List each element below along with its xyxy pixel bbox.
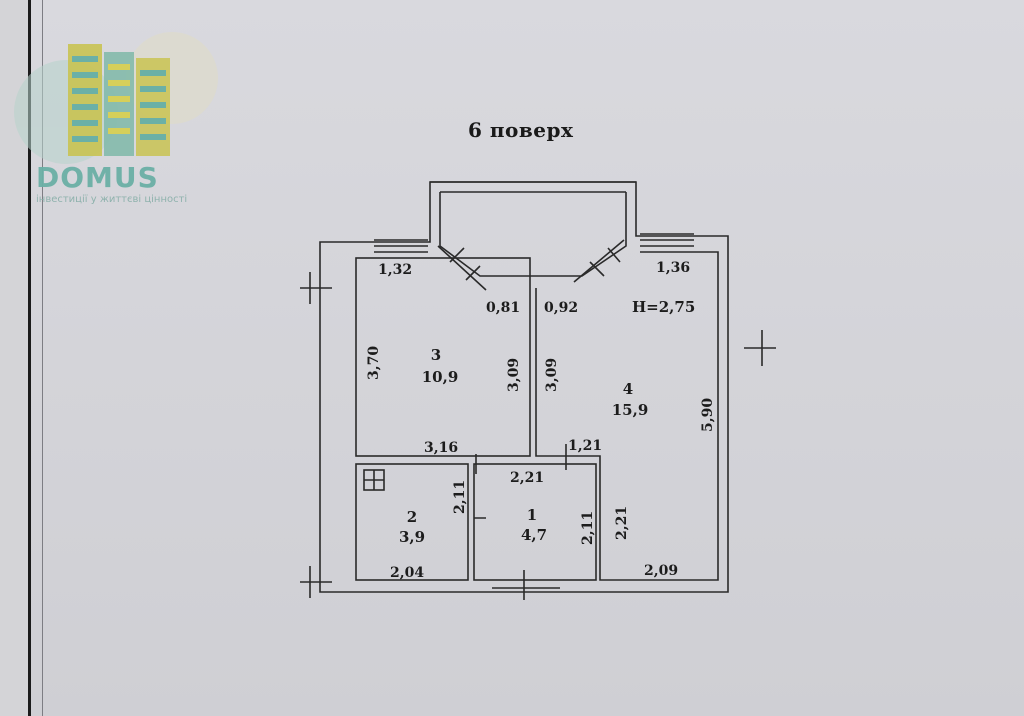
room-2-outline [355,463,469,581]
dim-r4-right: 5,90 [700,398,716,432]
room-1-number: 1 [527,506,537,524]
room-4-number: 4 [623,380,633,398]
dim-corridor-upper: 1,21 [568,438,602,454]
window-right [640,233,694,247]
room-3-outline [355,257,531,457]
floor-title: 6 поверх [468,118,574,142]
dim-r3-right: 3,09 [506,358,522,392]
ceiling-height: H=2,75 [632,298,695,316]
dim-r3-bottom: 3,16 [424,440,458,456]
dim-r4-bottom: 2,09 [644,563,678,579]
outer-wall [319,181,729,593]
room-4-area: 15,9 [612,401,649,419]
logo-name: DOMUS [36,161,159,194]
dim-r4-lower-left: 2,21 [614,506,630,540]
dim-bay-right: 0,92 [544,300,578,316]
door-mark-left [437,245,487,291]
sheet-border-line [28,0,31,716]
dim-r2-right: 2,11 [452,480,468,514]
logo-tagline: інвестиції у життєві цінності [36,194,188,205]
dim-bay-left: 0,81 [486,300,520,316]
dim-r2-bottom: 2,04 [390,565,424,581]
room-2-area: 3,9 [399,528,425,546]
balcony-outline [430,181,636,277]
room-1-area: 4,7 [521,526,547,544]
room-3-area: 10,9 [422,368,459,386]
room-1-outline [473,463,597,581]
paper-sheet [28,0,1024,716]
dim-r1-right: 2,11 [580,511,596,545]
window-left [374,239,428,253]
logo-buildings-icon [68,44,170,156]
sheet-margin-line [42,0,43,716]
room-2-number: 2 [407,508,417,526]
room-4-outline [535,251,719,581]
dim-r3-left: 3,70 [366,346,382,380]
door-mark-right [573,239,625,283]
dim-r3-top: 1,32 [378,262,412,278]
dim-r4-top: 1,36 [656,260,690,276]
dim-r4-left: 3,09 [544,358,560,392]
dim-r1-top: 2,21 [510,470,544,486]
room-3-number: 3 [431,346,441,364]
